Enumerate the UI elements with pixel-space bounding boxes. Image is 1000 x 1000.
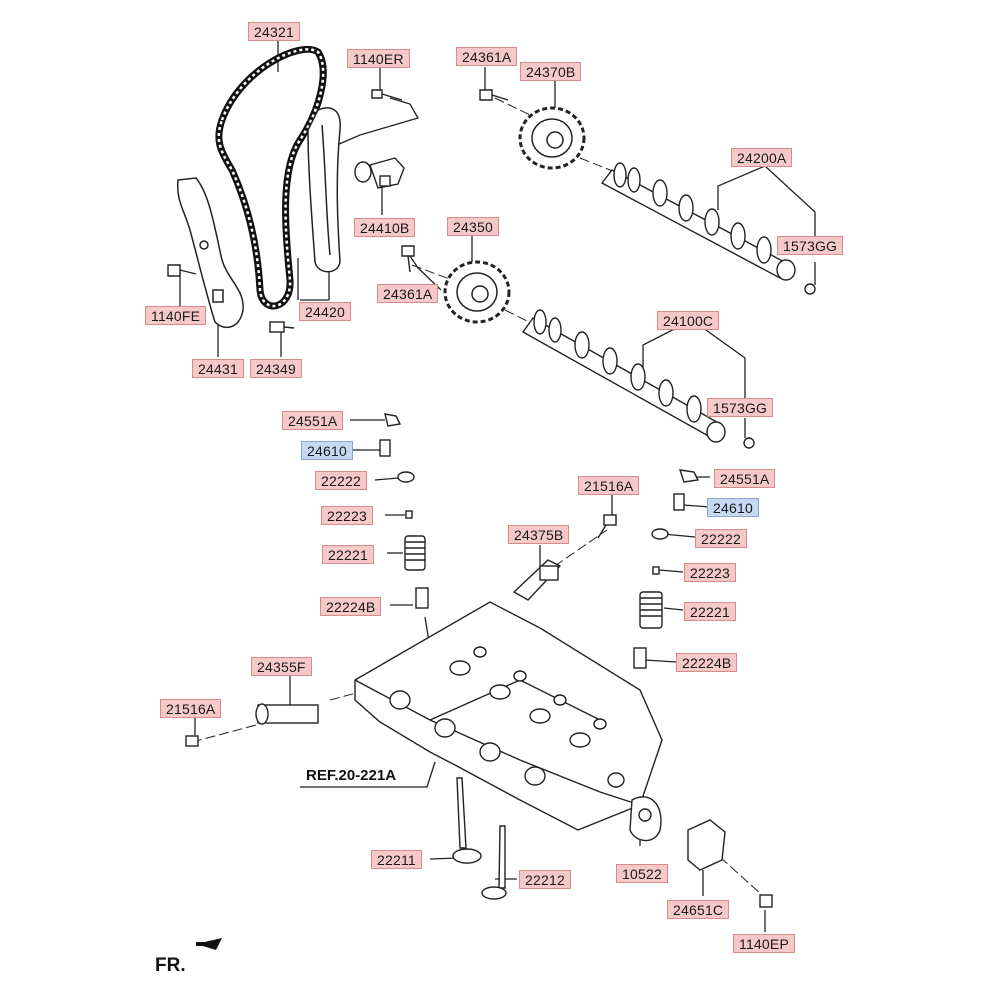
cam-sprocket-mid: [443, 260, 511, 324]
ref-label[interactable]: REF.20-221A: [306, 767, 397, 784]
oil-control-valves: [255, 559, 562, 725]
part-label-22212[interactable]: 22212: [519, 870, 571, 889]
part-label-24410b[interactable]: 24410B: [354, 218, 416, 237]
part-label-24551a-right[interactable]: 24551A: [714, 469, 776, 488]
part-label-24551a-left[interactable]: 24551A: [282, 411, 344, 430]
bolts: [167, 89, 816, 908]
front-label: FR.: [155, 955, 186, 976]
part-label-22223-left[interactable]: 22223: [321, 506, 373, 525]
part-label-24321[interactable]: 24321: [248, 22, 300, 41]
part-label-22221-left[interactable]: 22221: [322, 545, 374, 564]
valves: [452, 777, 507, 900]
part-label-24420[interactable]: 24420: [299, 302, 351, 321]
part-label-10522[interactable]: 10522: [616, 864, 668, 883]
cylinder-head: [354, 601, 663, 831]
part-label-24355f[interactable]: 24355F: [251, 657, 312, 676]
camshaft-intake: [521, 309, 726, 443]
covers: [629, 796, 726, 871]
part-label-21516a-left[interactable]: 21516A: [160, 699, 222, 718]
part-label-24651c[interactable]: 24651C: [667, 900, 730, 919]
part-label-1140ep[interactable]: 1140EP: [733, 934, 795, 953]
part-label-24349[interactable]: 24349: [250, 359, 302, 378]
valve-train: [379, 413, 700, 669]
part-label-24361a-top[interactable]: 24361A: [456, 47, 518, 66]
part-label-22224b-left[interactable]: 22224B: [320, 597, 382, 616]
part-label-22221-right[interactable]: 22221: [684, 602, 736, 621]
part-label-22224b-right[interactable]: 22224B: [676, 653, 738, 672]
part-label-22222-left[interactable]: 22222: [315, 471, 367, 490]
part-label-22223-right[interactable]: 22223: [684, 563, 736, 582]
part-label-22211[interactable]: 22211: [371, 850, 422, 869]
timing-chain: [215, 45, 327, 310]
tensioner-arm: [176, 177, 244, 329]
camshaft-exhaust: [600, 162, 796, 281]
part-label-24610-left[interactable]: 24610: [301, 441, 353, 460]
part-label-24200a[interactable]: 24200A: [731, 148, 793, 167]
part-label-24375b[interactable]: 24375B: [508, 525, 570, 544]
part-label-22222-right[interactable]: 22222: [695, 529, 747, 548]
part-label-24431[interactable]: 24431: [192, 359, 244, 378]
cam-sprocket-top: [518, 106, 586, 170]
part-label-24370b[interactable]: 24370B: [520, 62, 582, 81]
part-label-21516a-right[interactable]: 21516A: [578, 476, 640, 495]
part-label-24361a-mid[interactable]: 24361A: [377, 284, 439, 303]
part-label-1573gg-top[interactable]: 1573GG: [777, 236, 844, 255]
part-label-24100c[interactable]: 24100C: [657, 311, 720, 330]
part-label-24610-right[interactable]: 24610: [707, 498, 759, 517]
part-label-1140er[interactable]: 1140ER: [347, 49, 410, 68]
part-label-24350[interactable]: 24350: [447, 217, 499, 236]
chain-tensioner: [354, 157, 405, 189]
part-label-1573gg-mid[interactable]: 1573GG: [707, 398, 774, 417]
front-arrow-icon: [196, 938, 222, 950]
part-label-1140fe[interactable]: 1140FE: [145, 306, 207, 325]
chain-guide-right: [307, 107, 341, 273]
